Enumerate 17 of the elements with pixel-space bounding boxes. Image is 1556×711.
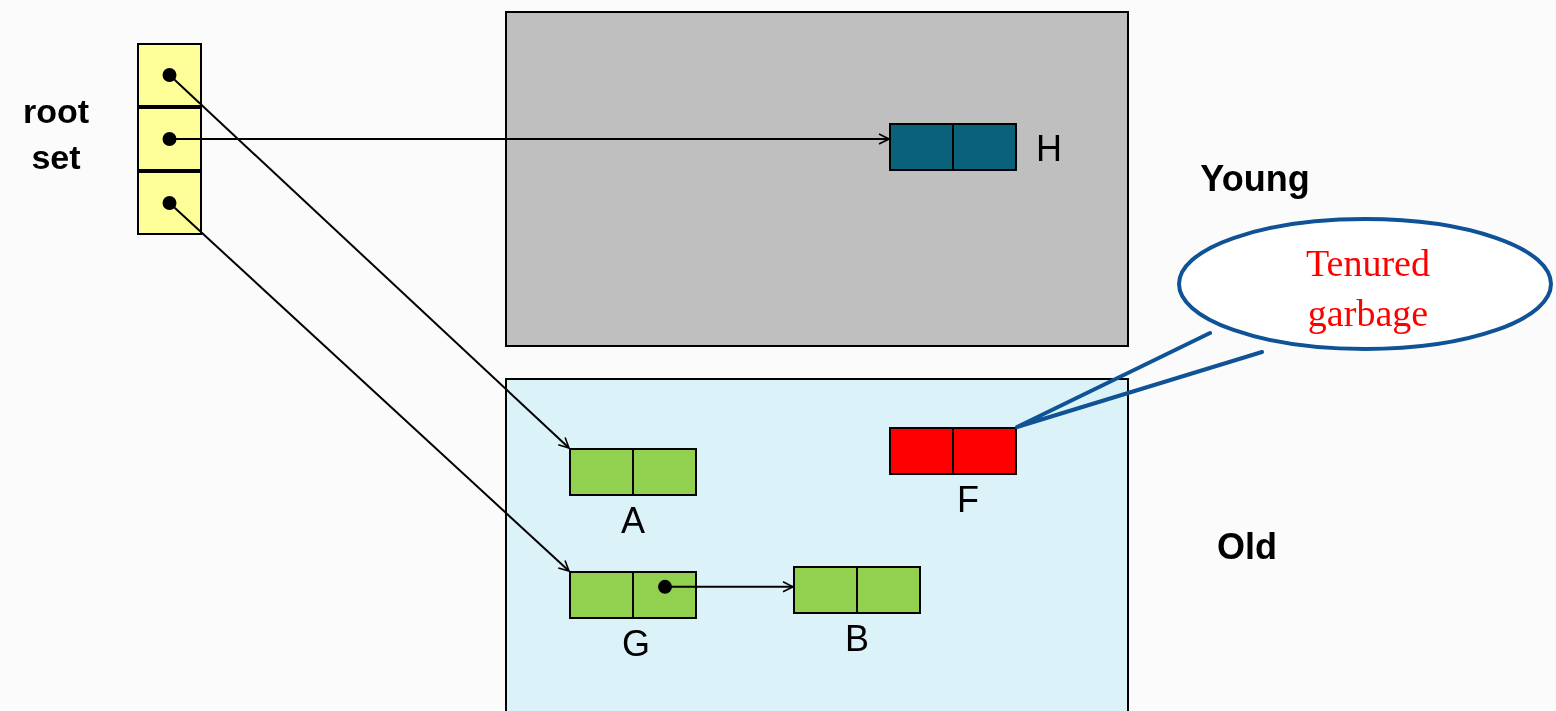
pointer-arrow bbox=[162, 68, 570, 449]
pointer-arrow bbox=[658, 579, 794, 594]
object-label: F bbox=[956, 478, 980, 522]
object-label: A bbox=[620, 499, 646, 543]
region-label: Young bbox=[1199, 157, 1311, 201]
pointer-slot bbox=[137, 43, 202, 107]
pointer-arrow bbox=[162, 196, 570, 572]
callout-text: Tenured garbage bbox=[1305, 241, 1431, 336]
region-label: Old bbox=[1216, 525, 1278, 569]
root-set-label: root set bbox=[21, 91, 91, 178]
pointer-slot bbox=[137, 107, 202, 171]
object-label: B bbox=[844, 617, 870, 661]
pointer-arrow bbox=[162, 132, 890, 146]
object-label: H bbox=[1035, 127, 1063, 171]
callout-pointer bbox=[1015, 331, 1264, 429]
pointer-slot bbox=[137, 171, 202, 235]
object-label: G bbox=[621, 622, 651, 666]
